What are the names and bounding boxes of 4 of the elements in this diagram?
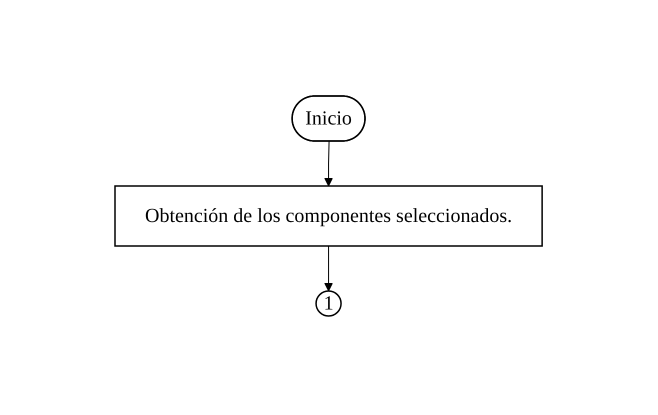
node-box: Obtención de los componentes seleccionados.	[114, 186, 544, 247]
arrow	[324, 246, 334, 292]
node-circle: 1	[316, 290, 342, 317]
arrow	[324, 141, 334, 187]
